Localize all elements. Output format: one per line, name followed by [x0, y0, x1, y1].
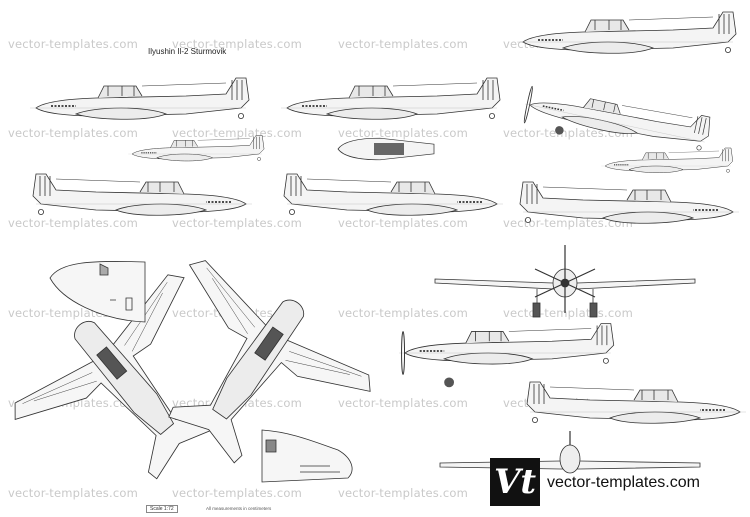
- side-view-lower-2: [526, 381, 747, 425]
- watermark: vector-templates.com: [8, 216, 139, 230]
- watermark: vector-templates.com: [8, 126, 139, 140]
- fuselage-section-left: [127, 134, 265, 162]
- scale-label: Scale 1:72: [146, 505, 178, 513]
- watermark: vector-templates.com: [8, 37, 139, 51]
- watermark: vector-templates.com: [338, 37, 469, 51]
- front-view: [434, 245, 696, 318]
- watermark: vector-templates.com: [338, 126, 469, 140]
- side-view-prop-right: [522, 78, 714, 153]
- side-view-center: [280, 77, 501, 121]
- wing-detail-top: [49, 260, 146, 323]
- side-view-left-mirrored: [32, 173, 253, 217]
- brand-logo: Vt: [490, 458, 540, 506]
- watermark: vector-templates.com: [172, 126, 303, 140]
- brand-name: vector-templates.com: [547, 474, 700, 491]
- measurement-note: All measurements in centimeters: [206, 506, 272, 511]
- watermark: vector-templates.com: [172, 216, 303, 230]
- fuselage-section-right: [600, 147, 734, 174]
- watermark: vector-templates.com: [338, 396, 469, 410]
- watermark: vector-templates.com: [172, 486, 303, 500]
- watermark: vector-templates.com: [172, 37, 303, 51]
- side-view-right-mirrored: [519, 181, 740, 225]
- watermark: vector-templates.com: [8, 486, 139, 500]
- fuselage-top-center: [337, 137, 435, 161]
- watermark: vector-templates.com: [338, 306, 469, 320]
- rear-view: [439, 431, 701, 474]
- watermark: vector-templates.com: [338, 216, 469, 230]
- side-view-center-mirrored: [283, 173, 504, 217]
- watermark: vector-templates.com: [338, 486, 469, 500]
- drawing-title: Ilyushin Il-2 Sturmovik: [148, 47, 227, 56]
- side-view-right-top: [516, 11, 737, 55]
- wing-detail-bottom: [261, 429, 353, 483]
- side-view-left: [29, 77, 250, 121]
- watermark: vector-templates.com: [503, 216, 634, 230]
- side-view-lower-1: [398, 322, 615, 388]
